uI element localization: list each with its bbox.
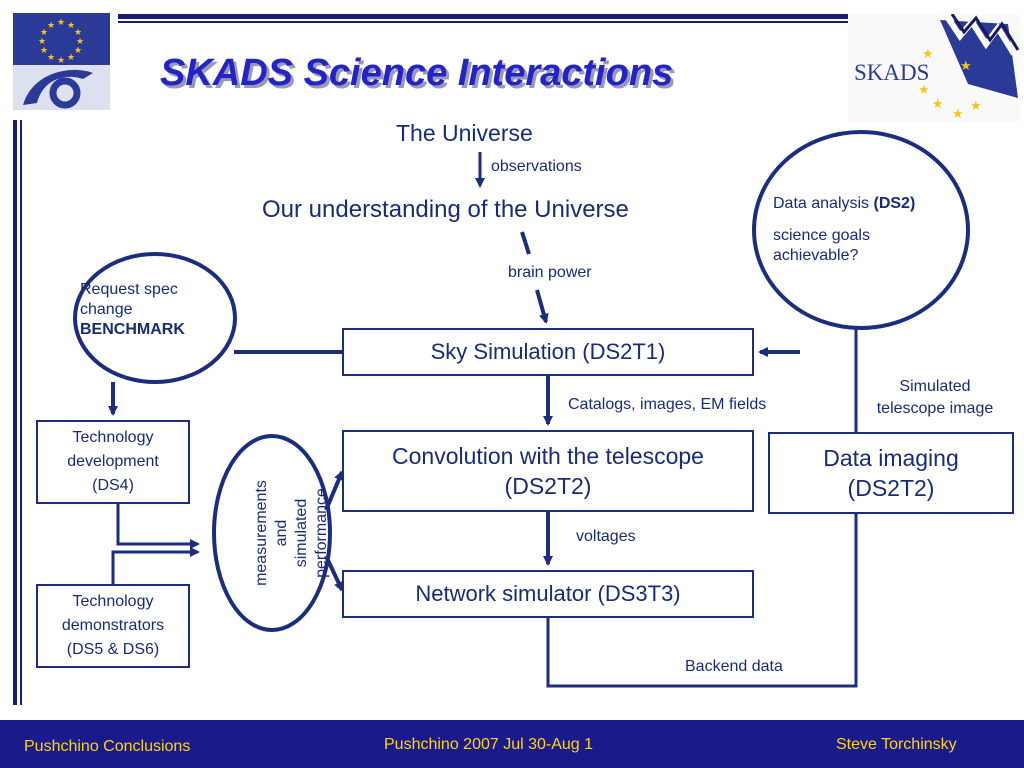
measurements-text: measurements and simulated performance [252,443,352,623]
convolution-line1: Convolution with the telescope [392,443,704,469]
measurements-line3: simulated [293,498,310,568]
measurements-line1: measurements [253,480,270,586]
footer-right: Steve Torchinsky [836,736,957,753]
data-analysis-title: Data analysis (DS2) [773,194,959,214]
svg-text:★: ★ [67,53,75,63]
svg-text:★: ★ [38,37,46,47]
network-simulator-box: Network simulator (DS3T3) [342,570,754,618]
left-rule-thick [13,120,17,705]
left-rule-thin [20,120,22,705]
data-analysis-line2: science goals [773,227,870,244]
request-spec-text: Request spec change BENCHMARK [80,280,185,340]
tech-demo-line2: demonstrators [61,617,165,634]
simulated-telescope-line2: telescope image [876,400,994,417]
svg-text:★: ★ [932,97,944,112]
eu-flag-icon: ★★★ ★★★ ★★★ ★★★ [13,13,110,110]
svg-text:★: ★ [76,37,84,47]
svg-text:★: ★ [74,46,82,56]
svg-text:★: ★ [67,21,75,31]
svg-text:★: ★ [74,28,82,38]
measurements-line2: and [273,519,290,547]
svg-text:★: ★ [47,53,55,63]
network-simulator-label: Network simulator (DS3T3) [415,581,681,606]
request-spec-line2: change [80,301,133,318]
brain-power-dash [520,231,531,255]
svg-text:★: ★ [57,18,65,28]
brain-power-label: brain power [508,264,592,281]
measure-to-network-arrow [324,555,344,592]
tech-development-box: Technology development (DS4) [36,420,190,504]
measure-to-conv-arrow [324,470,344,511]
footer-bar: Pushchino Conclusions Pushchino 2007 Jul… [0,720,1024,768]
request-spec-line1: Request spec [80,281,178,298]
footer-left: Pushchino Conclusions [24,738,191,755]
measurements-line4: performance [313,488,330,578]
data-analysis-text: Data analysis (DS2) science goals achiev… [773,194,959,266]
tech-demonstrators-box: Technology demonstrators (DS5 & DS6) [36,584,190,668]
data-analysis-prefix: Data analysis [773,195,874,212]
footer-center: Pushchino 2007 Jul 30-Aug 1 [384,736,594,753]
data-imaging-line1: Data imaging [823,445,959,471]
tech-demo-line3: (DS5 & DS6) [66,641,160,658]
tech-demo-line1: Technology [72,593,154,610]
understanding-label: Our understanding of the Universe [262,196,629,223]
convolution-line2: (DS2T2) [504,473,592,499]
tech-dev-line3: (DS4) [92,477,134,494]
backend-data-path [546,512,858,688]
svg-text:★: ★ [922,47,934,62]
data-analysis-line3: achievable? [773,247,859,264]
fp6-logo: ★★★ ★★★ ★★★ ★★★ [13,13,110,110]
svg-text:★: ★ [57,56,65,66]
backend-data-label: Backend data [685,658,783,675]
techdev-to-measure-arrow [116,504,200,549]
techdemo-to-measure-arrow [111,547,200,584]
measurements-ellipse [212,434,332,632]
data-analysis-ds2: (DS2) [873,195,916,212]
data-imaging-line2: (DS2T2) [847,475,935,501]
svg-text:★: ★ [970,99,982,114]
skads-logo-text: SKADS [854,60,930,85]
tech-dev-line1: Technology [72,429,154,446]
skads-flag-icon: ★★★ ★★★ [848,14,1020,122]
voltages-label: voltages [576,528,636,545]
svg-text:★: ★ [960,59,972,74]
tech-dev-line2: development [67,453,159,470]
data-imaging-box: Data imaging (DS2T2) [768,432,1014,514]
catalogs-label: Catalogs, images, EM fields [568,396,767,413]
svg-text:★: ★ [952,107,964,122]
universe-label: The Universe [396,120,533,146]
data-analysis-ellipse [752,130,970,330]
sky-simulation-label: Sky Simulation (DS2T1) [430,339,666,364]
skads-logo: ★★★ ★★★ SKADS [848,14,1020,122]
convolution-box: Convolution with the telescope (DS2T2) [342,430,754,512]
simulated-telescope-line1: Simulated [899,378,971,395]
page-title: SKADS Science Interactions [160,52,674,94]
brain-power-arrow [535,289,549,324]
sky-simulation-box: Sky Simulation (DS2T1) [342,328,754,376]
request-spec-ellipse [73,252,237,384]
header-rule-bottom [118,21,924,23]
svg-text:★: ★ [40,46,48,56]
svg-text:★: ★ [40,28,48,38]
header-rule-top [118,14,924,19]
request-spec-benchmark: BENCHMARK [80,321,185,338]
observations-label: observations [491,158,582,175]
simulated-telescope-label: Simulated telescope image [862,376,1008,420]
svg-text:★: ★ [47,21,55,31]
svg-text:★: ★ [918,83,930,98]
